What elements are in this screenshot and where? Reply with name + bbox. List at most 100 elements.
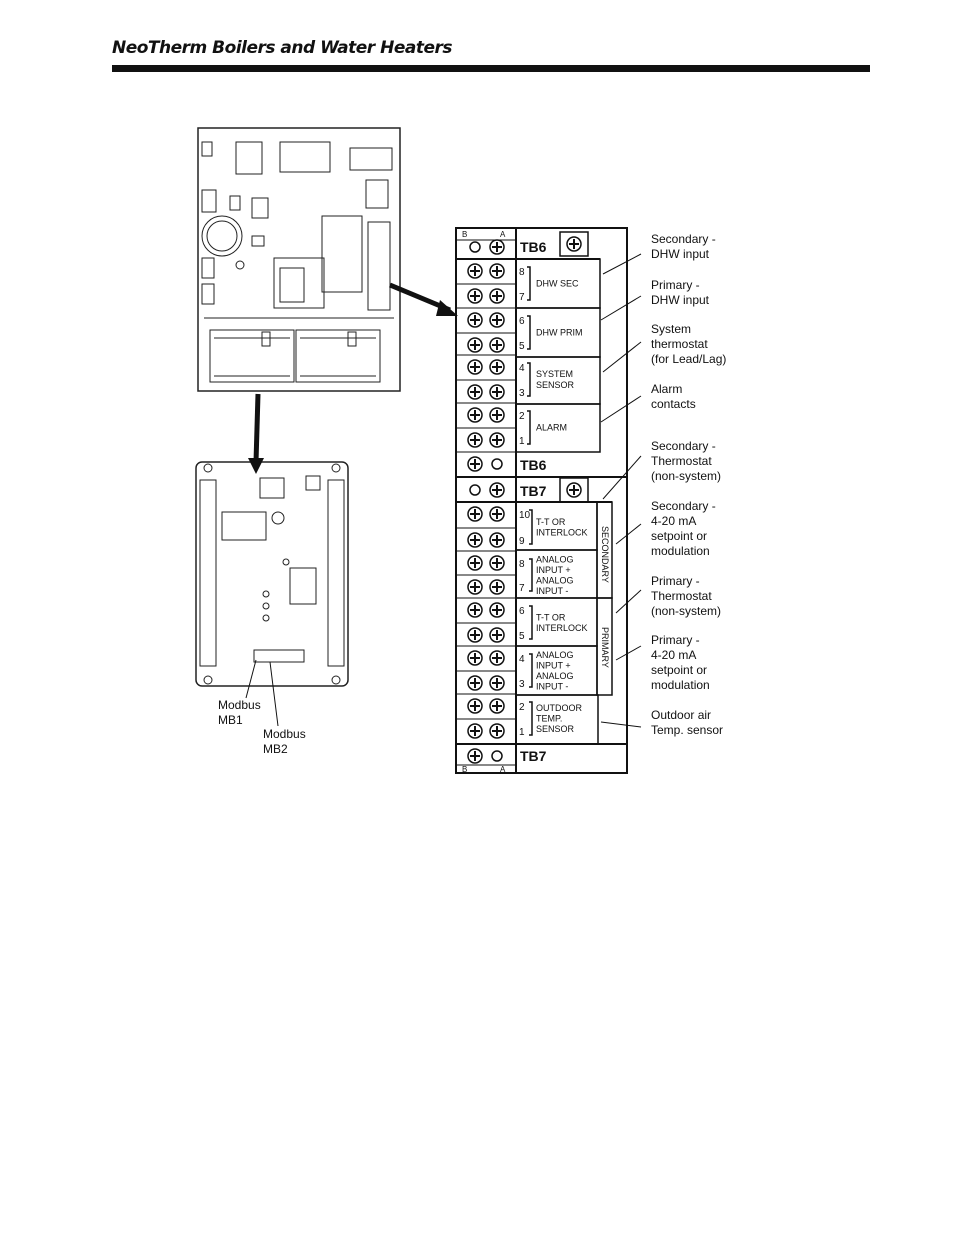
tb6-terminal-screw-a [489,263,505,279]
tb7-terminal-screw-a [489,698,505,714]
callout-text: modulation [651,678,710,692]
tb7-terminal-screw-a [489,579,505,595]
callout-text: Secondary - [651,499,716,513]
tb6-terminal-screw-a [489,384,505,400]
tb7-terminal-number: 2 [519,702,525,713]
tb6-terminal-screw-b [467,312,483,328]
callout-leader-line [615,589,642,614]
tb7-bracket [529,653,533,688]
tb6-bracket [527,315,531,350]
tb6-terminal-number: 6 [519,316,525,327]
tb7-terminal-number: 7 [519,583,525,594]
tb6-terminal-screw-a [489,432,505,448]
tb7-terminal-screw-a [489,627,505,643]
tb7-terminal-screw-b [467,602,483,618]
modbus-mb1-label-line2: MB1 [218,713,243,727]
tb7-group-label: INPUT + [536,660,571,670]
tb6-footer-label: TB6 [520,457,547,473]
callout-text: Outdoor air [651,708,711,722]
tb6-terminal-screw-b [467,407,483,423]
modbus-mb2-label-line1: Modbus [263,727,306,741]
tb6-header-label: TB6 [520,239,547,255]
tb7-col-a-label: A [500,765,506,774]
tb6-terminal-number: 5 [519,341,525,352]
tb7-header-hole-b [469,484,481,496]
tb7-group-label: T-T OR [536,517,566,527]
callout-leader-line [600,721,642,728]
tb7-terminal-screw-a [489,675,505,691]
tb7-terminal-number: 1 [519,727,525,738]
secondary-side-label: SECONDARY [600,526,610,583]
tb7-terminal-number: 4 [519,654,525,665]
tb6-terminal-screw-b [467,337,483,353]
tb6-terminal-number: 3 [519,388,525,399]
tb6-header-hole-b [469,241,481,253]
arrow-board-to-module [248,393,264,474]
tb7-terminal-screw-a [489,723,505,739]
tb7-group-label: ANALOG [536,575,574,585]
tb6-terminal-screw-b [467,432,483,448]
tb7-terminal-screw-a [489,602,505,618]
callout-text: thermostat [651,337,708,351]
tb7-terminal-screw-a [489,532,505,548]
tb7-footer-hole-a [491,750,503,762]
tb6-terminal-screw-a [489,359,505,375]
tb7-terminal-screw-b [467,555,483,571]
tb7-header-screw-a [489,482,505,498]
tb6-group-label: SYSTEM [536,369,573,379]
tb7-group-label: INTERLOCK [536,527,588,537]
tb6-terminal-screw-b [467,288,483,304]
callout-text: DHW input [651,293,710,307]
tb6-col-b-label: B [462,230,467,239]
primary-side-label: PRIMARY [600,627,610,668]
tb7-terminal-screw-b [467,675,483,691]
primary-side-box [596,597,613,696]
tb7-terminal-number: 5 [519,631,525,642]
tb7-bracket [529,701,533,736]
callout-leader-line [600,295,642,321]
tb6-col-a-label: A [500,230,506,239]
modbus-mb1-label-line1: Modbus [218,698,261,712]
tb6-terminal-number: 7 [519,292,525,303]
tb6-group-label: SENSOR [536,380,575,390]
tb7-terminal-screw-b [467,506,483,522]
tb6-terminal-number: 2 [519,411,525,422]
callout-text: 4-20 mA [651,514,696,528]
tb7-bracket [529,509,533,545]
tb7-terminal-screw-a [489,650,505,666]
tb7-footer-label: TB7 [520,748,547,764]
tb7-group-label: ANALOG [536,671,574,681]
tb7-terminal-screw-b [467,579,483,595]
tb6-mount-box [559,231,589,257]
callout-text: DHW input [651,247,710,261]
tb7-group-label: ANALOG [536,650,574,660]
callout-leader-line [602,341,642,373]
callout-text: (for Lead/Lag) [651,352,726,366]
tb7-footer-screw-b [467,748,483,764]
callout-text: Primary - [651,633,700,647]
callout-text: (non-system) [651,604,721,618]
tb6-footer-hole-a [491,458,503,470]
callout-text: Secondary - [651,232,716,246]
tb6-terminal-number: 4 [519,363,525,374]
tb7-group-label: SENSOR [536,724,575,734]
callout-text: System [651,322,691,336]
callout-text: contacts [651,397,696,411]
tb7-terminal-number: 6 [519,606,525,617]
tb7-group-label: INPUT - [536,681,568,691]
tb6-terminal-screw-a [489,288,505,304]
callout-text: setpoint or [651,663,707,677]
callout-text: 4-20 mA [651,648,696,662]
tb7-group-label: INTERLOCK [536,623,588,633]
tb7-terminal-screw-b [467,723,483,739]
callout-text: Primary - [651,278,700,292]
tb6-group-label: ALARM [536,423,567,433]
modbus-mb1-leader [245,659,257,699]
modbus-mb2-label-line2: MB2 [263,742,288,756]
callout-text: modulation [651,544,710,558]
callout-text: (non-system) [651,469,721,483]
tb6-bracket [527,410,531,445]
